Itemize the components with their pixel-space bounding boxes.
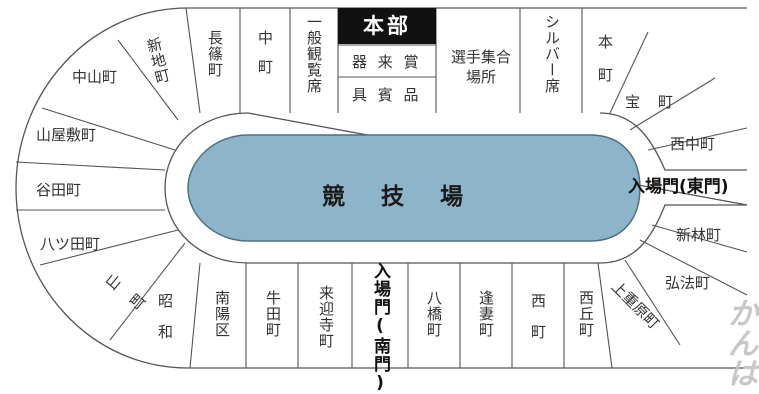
zone-right-0: 宝町 bbox=[625, 93, 692, 111]
inner-boundary bbox=[164, 112, 748, 264]
zone-bottom-6: 逢妻町 bbox=[477, 290, 495, 338]
zone-right-2: 新林町 bbox=[676, 226, 722, 244]
top-dividers bbox=[15, 7, 748, 369]
zone-bottom-4: 来迎寺町 bbox=[317, 285, 335, 349]
zone-top-5: シルバー席 bbox=[543, 14, 561, 94]
award-line-1: 器 来 賞 bbox=[352, 53, 422, 71]
zone-bottom-1: 昭和 bbox=[156, 293, 174, 355]
outer-outline bbox=[15, 7, 747, 369]
venue-map bbox=[15, 7, 748, 369]
award-line-2: 具 賓 品 bbox=[352, 86, 422, 104]
zone-top-6: 本町 bbox=[596, 34, 614, 100]
zone-top-3: 一般観覧席 bbox=[305, 14, 323, 94]
zone-left-3: 八ツ田町 bbox=[40, 235, 101, 253]
zone-bottom-7: 西町 bbox=[529, 293, 547, 355]
zone-top-1: 長篠町 bbox=[206, 30, 224, 78]
watermark-glyph: かんは bbox=[728, 297, 758, 392]
track-label: 競 技 場 bbox=[322, 184, 478, 210]
zone-left-2: 谷田町 bbox=[36, 181, 82, 199]
zone-top-4: 選手集合場所 bbox=[450, 48, 511, 86]
zone-right-1: 西中町 bbox=[670, 135, 716, 153]
track-oval bbox=[187, 134, 641, 242]
zone-bottom-3: 牛田町 bbox=[264, 290, 282, 338]
zone-left-0: 中山町 bbox=[72, 68, 118, 86]
zone-bottom-5: 八橋町 bbox=[425, 290, 443, 338]
zone-right-3: 弘法町 bbox=[665, 274, 711, 292]
zone-bottom-8: 西丘町 bbox=[577, 290, 595, 338]
headquarters-label: 本部 bbox=[338, 8, 436, 44]
zone-bottom-2: 南陽区 bbox=[213, 290, 231, 338]
zone-left-1: 山屋敷町 bbox=[36, 126, 97, 144]
zone-top-2: 中町 bbox=[256, 30, 274, 88]
south-gate-label: 入場門(南門) bbox=[370, 262, 390, 394]
east-gate-label: 入場門(東門) bbox=[628, 177, 729, 197]
